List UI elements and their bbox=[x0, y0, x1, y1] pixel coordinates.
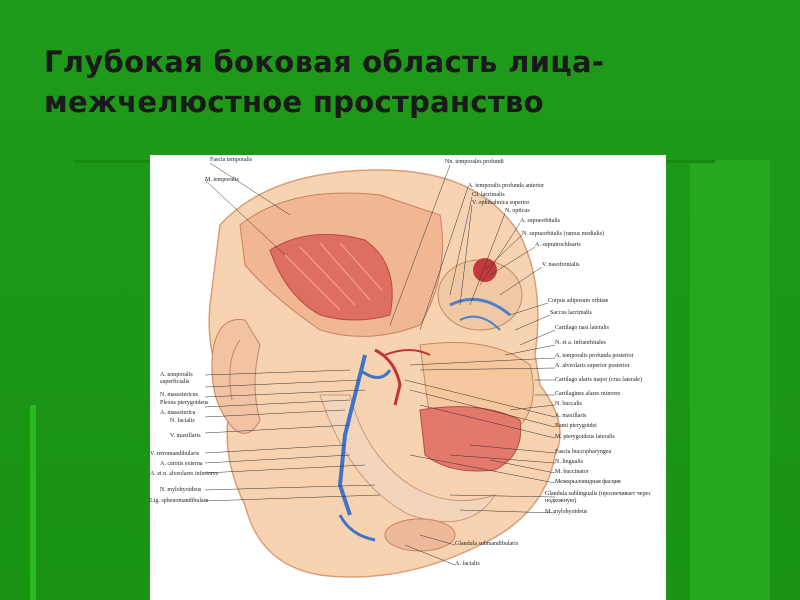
anatomy-drawing bbox=[204, 162, 561, 578]
label-a-masseterica: A. masseterica bbox=[160, 410, 196, 416]
label-a-supraorbitalis: A. supraorbitalis bbox=[520, 218, 560, 224]
label-v-retromandibularis: V. retromandibularis bbox=[150, 451, 200, 457]
label-lig-sphenomandibulare: Lig. sphenomandibulare bbox=[150, 498, 209, 504]
slide-title-line-1: Глубокая боковая область лица- bbox=[44, 45, 605, 79]
label-v-maxillaris: V. maxillaris bbox=[170, 433, 201, 439]
label-gl-lacrimalis: Gl. lacrimalis bbox=[472, 192, 505, 198]
label-n-buccalis: N. buccalis bbox=[555, 401, 582, 407]
label-a-n-alveolares-inferiores: A. et n. alveolares inferiores bbox=[150, 471, 218, 477]
label-m-buccinator: M. buccinator bbox=[555, 469, 589, 475]
label-glandula-submandibularis: Glandula submandibularis bbox=[455, 541, 519, 547]
label-glandula-sublingualis: Glandula sublingualis (просвечивает чере… bbox=[545, 491, 651, 504]
background-stripe-right bbox=[690, 160, 770, 600]
label-m-pterygoideus-lateralis: M. pterygoideus lateralis bbox=[555, 434, 615, 440]
label-cartilagines-alares-minores: Cartilagines alares minores bbox=[555, 391, 621, 397]
label-interpterygoid-fascia: Межкрыловидная фасция bbox=[555, 479, 621, 485]
label-v-nasofrontalis: V. nasofrontalis bbox=[542, 262, 580, 268]
label-a-supratrochlearis: A. supratrochlearis bbox=[535, 242, 581, 248]
label-rami-pterygoidei: Rami pterygoidei bbox=[555, 423, 597, 429]
label-a-alveolaris-superior-posterior: A. alveolaris superior posterior bbox=[555, 363, 630, 369]
label-a-carotis-externa: A. carotis externa bbox=[160, 461, 203, 467]
label-cartilago-nasi-lateralis: Cartilago nasi lateralis bbox=[555, 325, 609, 331]
slide-title-line-2: межчелюстное пространство bbox=[44, 85, 544, 119]
label-n-opticus: N. opticus bbox=[505, 208, 530, 214]
label-fascia-temporalis: Fascia temporalis bbox=[210, 157, 253, 163]
label-a-temporalis-superficialis: A. temporalis superficialis bbox=[160, 372, 193, 385]
label-m-temporalis: M. temporalis bbox=[205, 177, 239, 183]
label-n-a-infraorbitales: N. et a. infraorbitales bbox=[555, 340, 606, 346]
label-v-ophthalmica-superior: V. ophthalmica superior bbox=[472, 200, 530, 206]
label-cartilago-alaris-major: Cartilago alaris major (crus laterale) bbox=[555, 377, 642, 383]
anatomical-illustration: Fascia temporalis M. temporalis A. tempo… bbox=[150, 155, 666, 600]
label-nn-temporales-profundi: Nn. temporales profundi bbox=[445, 159, 504, 165]
label-m-mylohyoideus-right: M. mylohyoideus bbox=[545, 509, 588, 515]
label-fascia-buccopharyngea: Fascia buccopharyngea bbox=[555, 449, 612, 455]
label-saccus-lacrimalis: Saccus lacrimalis bbox=[550, 310, 592, 316]
label-a-facialis: A. facialis bbox=[455, 561, 480, 567]
label-n-mylohyoideus-left: N. mylohyoideus bbox=[160, 487, 202, 493]
label-n-facialis: N. facialis bbox=[170, 418, 195, 424]
label-a-temporalis-profunda-anterior: A. temporalis profunda anterior bbox=[468, 183, 544, 189]
label-n-supraorbitalis: N. supraorbitalis (ramus medialis) bbox=[522, 231, 604, 237]
label-a-maxillaris: A. maxillaris bbox=[555, 413, 587, 419]
label-n-lingualis: N. lingualis bbox=[555, 459, 583, 465]
label-plexus-pterygoideus: Plexus pterygoideus bbox=[160, 400, 209, 406]
slide-title: Глубокая боковая область лица- межчелюст… bbox=[44, 42, 684, 122]
label-a-temporalis-profunda-posterior: A. temporalis profunda posterior bbox=[555, 353, 634, 359]
label-n-massetericus: N. massetericus bbox=[160, 392, 198, 398]
label-corpus-adiposum-orbitae: Corpus adiposum orbitae bbox=[548, 298, 609, 304]
background-stripe-left bbox=[30, 405, 36, 600]
